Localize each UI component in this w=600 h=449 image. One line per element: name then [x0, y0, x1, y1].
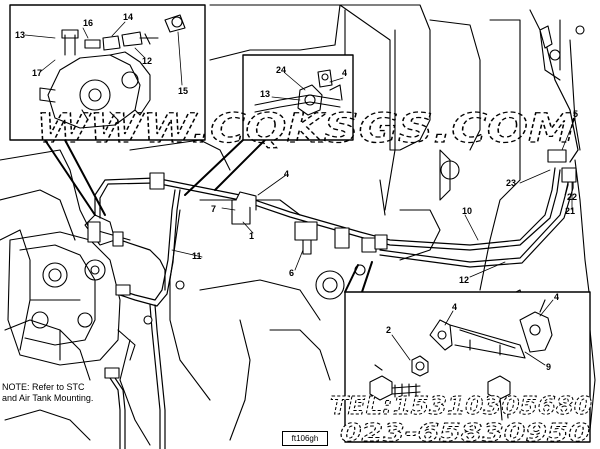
callout-23: 23	[506, 178, 516, 188]
clamps-and-fittings	[87, 25, 577, 379]
callout-4-inset-right: 4	[554, 292, 559, 302]
watermark: WWW.CQKSGS.COM TEL:15310305680 023-65830…	[35, 105, 592, 447]
watermark-phone: TEL:15310305680	[330, 391, 592, 420]
callout-22: 22	[567, 192, 577, 202]
note-text: NOTE: Refer to STC and Air Tank Mounting…	[2, 382, 93, 404]
figure-id-label: ft106gh	[282, 431, 328, 446]
callout-12: 12	[459, 275, 469, 285]
callout-24: 24	[276, 65, 286, 75]
inset-hardware-detail	[344, 291, 591, 443]
callout-18: 16	[83, 18, 93, 28]
air-compressor-assembly	[7, 214, 136, 366]
callout-19: 17	[32, 68, 42, 78]
note-line-2: and Air Tank Mounting.	[2, 393, 94, 403]
inset-fitting-detail	[242, 54, 354, 141]
watermark-site: WWW.CQKSGS.COM	[36, 106, 576, 152]
callout-4-top: 4	[342, 68, 347, 78]
callout-1: 1	[249, 231, 254, 241]
callout-21: 21	[565, 206, 575, 216]
watermark-fax: 023-65830950	[340, 418, 590, 447]
callout-14: 12	[142, 56, 152, 66]
callout-numbers: 13 16 14 12 15 17 24 13 4 4 7 1 6 10 12 …	[15, 12, 578, 372]
callout-6: 6	[289, 268, 294, 278]
callout-15: 13	[15, 30, 25, 40]
callout-10: 10	[462, 206, 472, 216]
callout-4-inset-left: 4	[452, 302, 457, 312]
callout-9: 9	[546, 362, 551, 372]
callout-leaders	[24, 21, 576, 366]
callout-2: 2	[386, 325, 391, 335]
callout-13: 13	[260, 89, 270, 99]
callout-5: 5	[573, 109, 578, 119]
note-line-1: NOTE: Refer to STC	[2, 382, 85, 392]
callout-7: 7	[211, 204, 216, 214]
callout-3: 4	[284, 169, 289, 179]
inset-fittings-compressor	[9, 4, 206, 141]
callout-16: 14	[123, 12, 133, 22]
callout-17: 15	[178, 86, 188, 96]
callout-11: 11	[192, 251, 202, 261]
